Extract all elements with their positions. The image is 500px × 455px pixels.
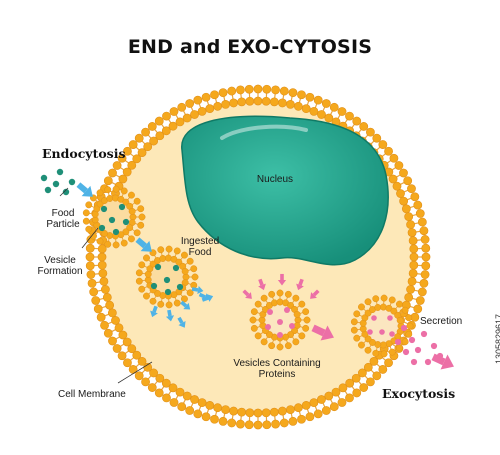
vesicle-formation-leader [81,227,99,249]
protein [277,319,283,325]
protein-arrow [310,289,320,299]
secreted-protein [420,330,428,338]
protein [387,315,393,321]
secreted-protein [430,342,438,350]
exocytosis-transport-arrow [311,324,334,341]
inward-arrow [150,305,158,318]
inward-arrow [165,309,175,322]
food-particle [62,188,70,196]
protein [371,315,377,321]
nucleus [181,115,389,266]
food-particle [118,203,126,211]
food-particle [112,228,120,236]
vesicle-transport-arrow [135,237,152,252]
inward-arrow [191,285,204,295]
food-particle [108,216,116,224]
food-particle [163,276,171,284]
food-particle [40,174,48,182]
vesicles-containing-proteins-label: Vesicles Containing Proteins [233,358,321,380]
secreted-protein [424,358,432,366]
ingested-food-label: Ingested Food [180,236,220,258]
food-particle [98,224,106,232]
food-particle [164,288,172,296]
protein [265,324,271,330]
nucleus-label: Nucleus [256,174,294,185]
protein-arrow [242,289,252,299]
food-particle [44,186,52,194]
nucleus-highlight [220,124,308,140]
food-particle [154,263,162,271]
endocytosis-label: Endocytosis [42,146,126,161]
food-particle [122,218,130,226]
stock-id: 1305829617 [494,313,500,364]
protein [379,329,385,335]
protein [289,323,295,329]
page-title: END and EXO-CYTOSIS [127,36,373,58]
particles [40,168,444,366]
vesicle-formation-label: Vesicle Formation [37,255,83,277]
protein [267,309,273,315]
secreted-protein [402,348,410,356]
secreted-protein [410,358,418,366]
secreted-protein [394,338,402,346]
food-particle [52,180,60,188]
food-particle [68,178,76,186]
food-particle-label: Food Particle [46,208,80,230]
food-particle-leader [59,187,69,197]
cell-membrane-leader [117,361,153,384]
food-particle [100,205,108,213]
secretion-arrow [431,353,454,370]
protein [277,332,283,338]
arrows [76,182,454,370]
inward-arrow [177,316,186,328]
protein-arrow [258,278,266,291]
protein [389,331,395,337]
inward-arrow [180,300,191,310]
food-particle [150,282,158,290]
secreted-protein [414,346,422,354]
protein-arrow [296,278,304,291]
secreted-protein [400,324,408,332]
inward-arrow [201,294,214,302]
secreted-protein [408,336,416,344]
leader-lines [59,187,153,384]
secretion-label: Secretion [420,316,463,327]
exocytosis-label: Exocytosis [382,386,456,401]
food-particle [56,168,64,176]
protein-arrow [277,273,287,286]
food-particle [172,264,180,272]
food-particle [176,283,184,291]
cell-membrane-label: Cell Membrane [58,389,126,400]
protein [284,307,290,313]
protein [367,329,373,335]
endocytosis-arrow [76,182,93,197]
